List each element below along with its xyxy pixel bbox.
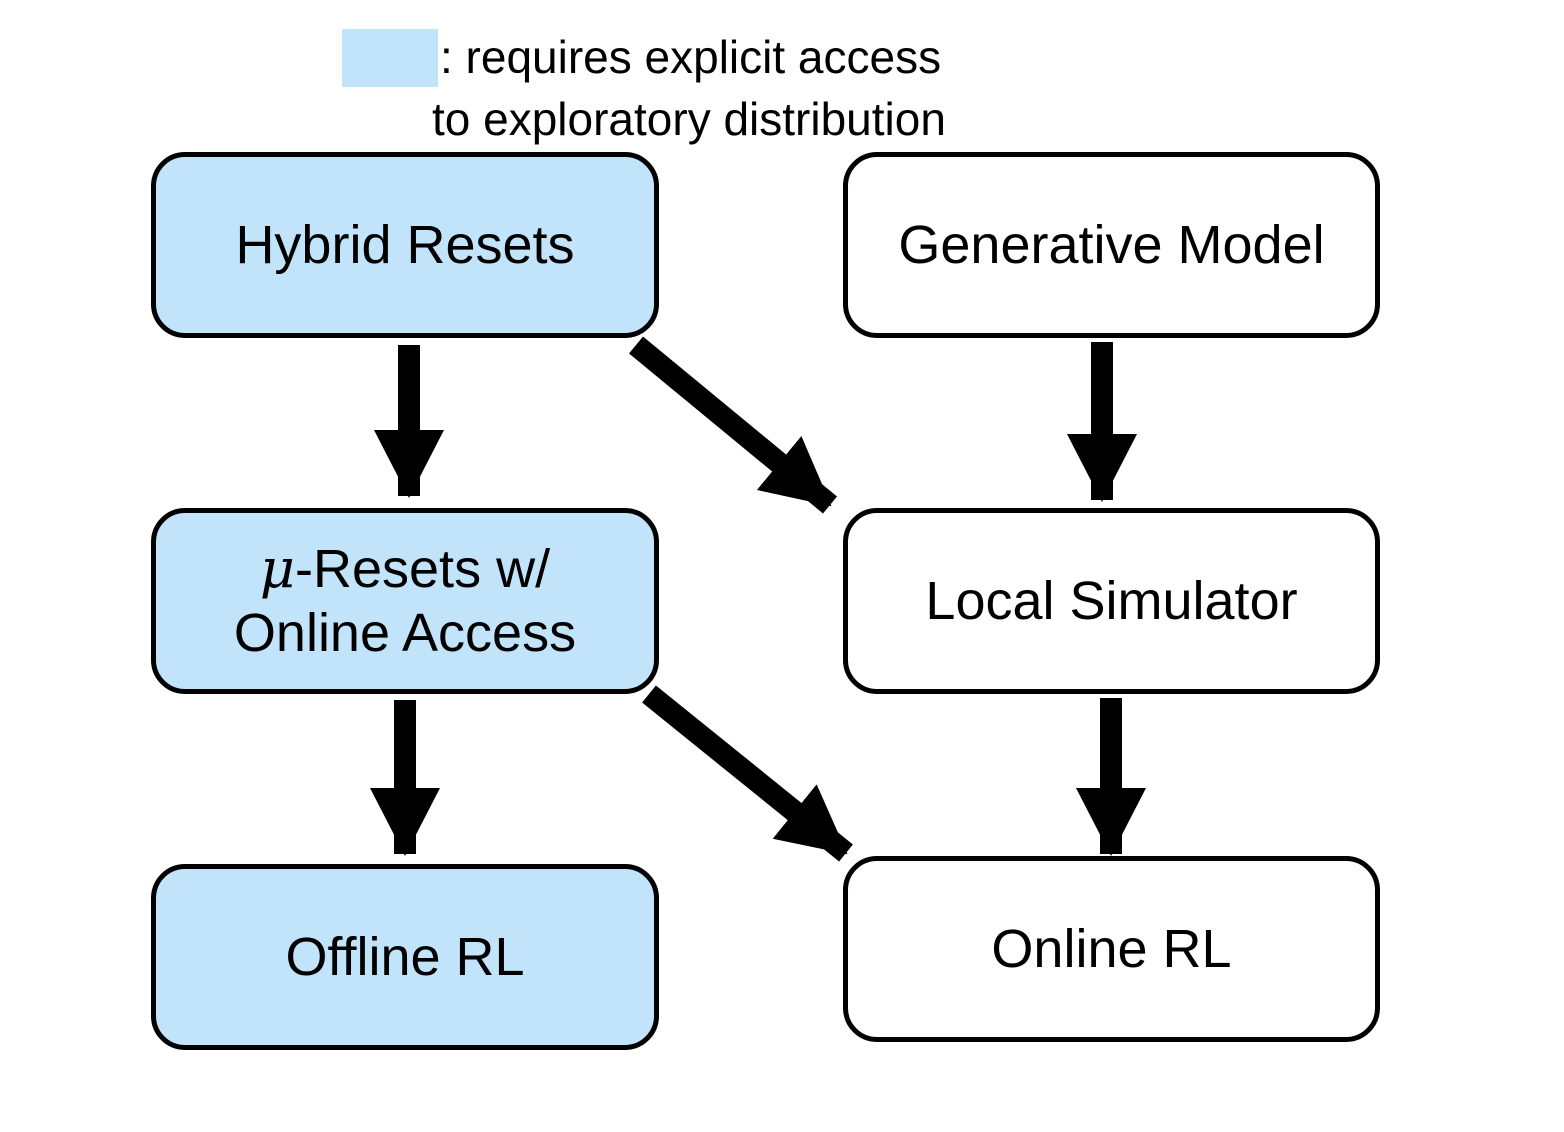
node-generative-model-label: Generative Model bbox=[898, 215, 1325, 275]
node-mu-resets-label-line-1: μ-Resets w/ bbox=[260, 537, 550, 601]
legend-text: : requires explicit access to explorator… bbox=[432, 26, 946, 150]
mu-symbol: μ bbox=[259, 537, 296, 600]
node-offline-rl: Offline RL bbox=[151, 864, 659, 1050]
node-mu-resets-label-line-2: Online Access bbox=[233, 603, 577, 663]
node-local-simulator-label: Local Simulator bbox=[925, 571, 1298, 631]
node-online-rl-label: Online RL bbox=[991, 919, 1232, 979]
legend-swatch bbox=[342, 29, 438, 87]
arrow-hybrid-to-local-simulator bbox=[629, 336, 837, 514]
node-online-rl: Online RL bbox=[843, 856, 1380, 1042]
node-generative-model: Generative Model bbox=[843, 152, 1380, 338]
arrow-mu-resets-to-online-rl bbox=[642, 685, 853, 862]
node-hybrid-resets: Hybrid Resets bbox=[151, 152, 659, 338]
node-mu-resets-label-text: -Resets w/ bbox=[295, 539, 551, 599]
legend-line-1: : requires explicit access bbox=[440, 31, 942, 83]
node-offline-rl-label: Offline RL bbox=[285, 927, 525, 987]
legend-line-2: to exploratory distribution bbox=[432, 93, 946, 145]
node-hybrid-resets-label: Hybrid Resets bbox=[235, 215, 575, 275]
node-mu-resets: μ-Resets w/ Online Access bbox=[151, 508, 659, 694]
node-local-simulator: Local Simulator bbox=[843, 508, 1380, 694]
